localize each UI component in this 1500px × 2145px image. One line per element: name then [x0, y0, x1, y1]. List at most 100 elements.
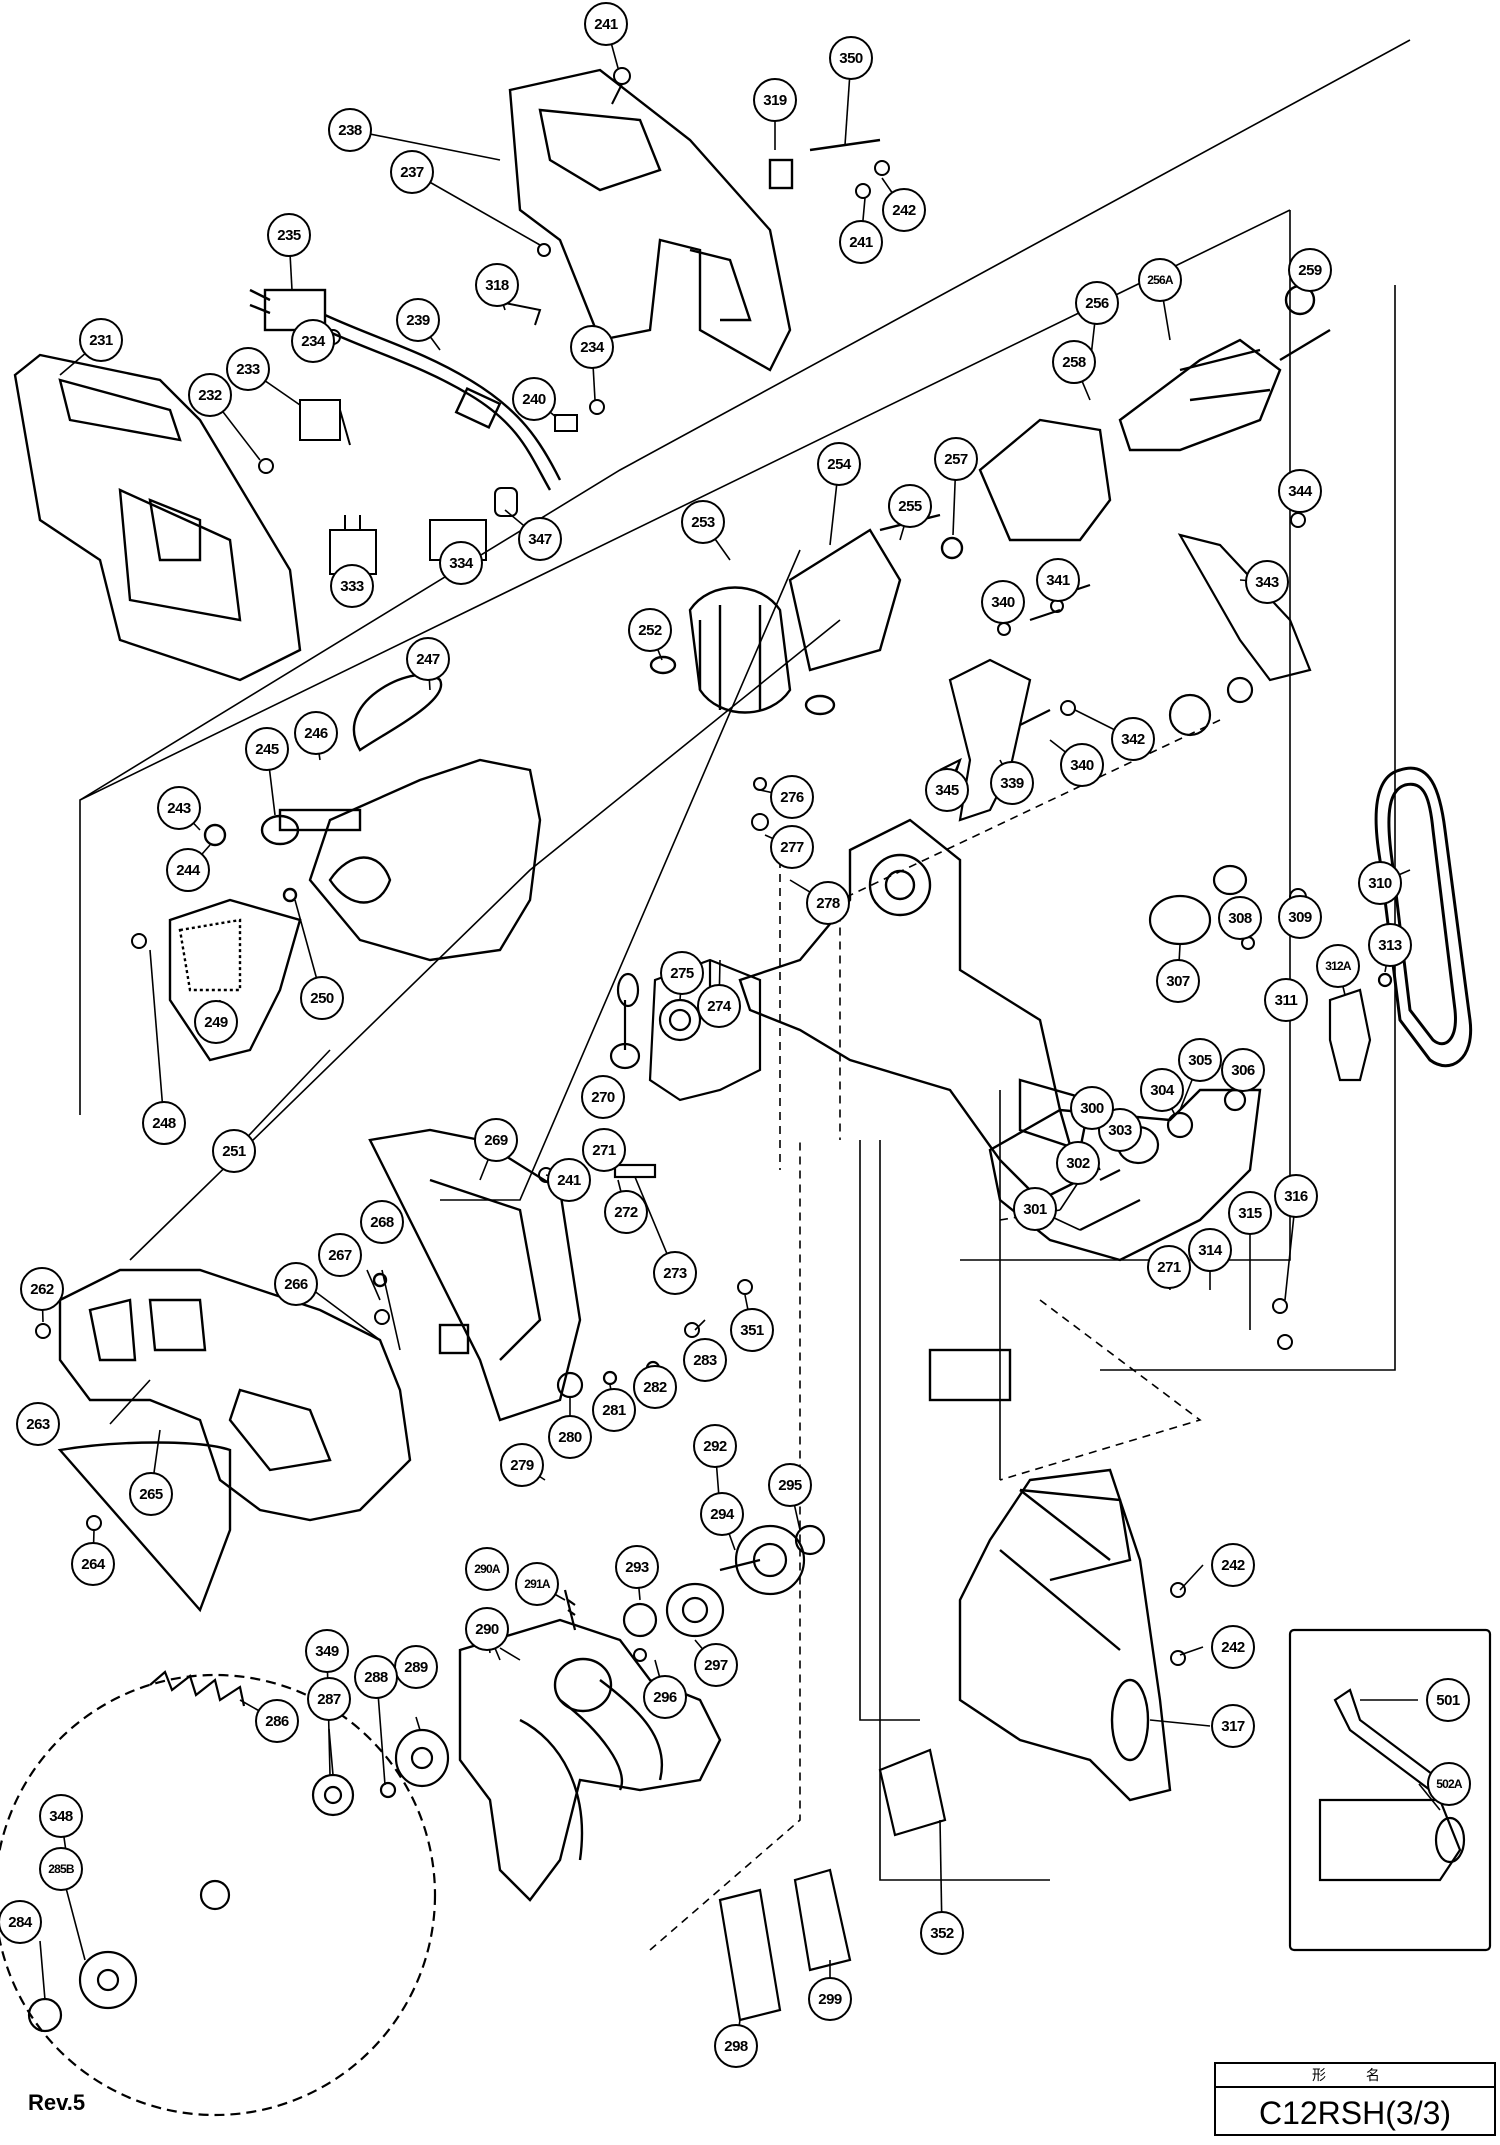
- part-label: 296: [643, 1675, 687, 1719]
- spindle-parts: [556, 1360, 826, 1638]
- part-label: 289: [394, 1645, 438, 1689]
- part-label: 293: [615, 1545, 659, 1589]
- part-label: 343: [1245, 560, 1289, 604]
- part-label: 263: [16, 1402, 60, 1446]
- part-label: 231: [79, 318, 123, 362]
- motor-housing: [168, 673, 542, 1062]
- part-label: 316: [1274, 1174, 1318, 1218]
- part-label: 256A: [1138, 258, 1182, 302]
- part-label: 283: [683, 1338, 727, 1382]
- part-label: 349: [305, 1629, 349, 1673]
- part-label: 278: [806, 881, 850, 925]
- part-label: 310: [1358, 861, 1402, 905]
- part-label: 502A: [1427, 1762, 1471, 1806]
- gears: [1079, 676, 1254, 1231]
- part-label: 272: [604, 1190, 648, 1234]
- part-label: 262: [20, 1267, 64, 1311]
- drive-belt: [1374, 766, 1473, 1068]
- left-handle-housing: [13, 353, 302, 682]
- part-label: 259: [1288, 248, 1332, 292]
- part-label: 258: [1052, 340, 1096, 384]
- part-label: 264: [71, 1542, 115, 1586]
- part-label: 241: [547, 1158, 591, 1202]
- part-label: 270: [581, 1075, 625, 1119]
- part-label: 315: [1228, 1191, 1272, 1235]
- part-label: 306: [1221, 1048, 1265, 1092]
- part-label: 271: [582, 1128, 626, 1172]
- part-label: 242: [1211, 1543, 1255, 1587]
- part-label: 352: [920, 1911, 964, 1955]
- blade-flanges: [27, 1728, 450, 2033]
- part-label: 299: [808, 1977, 852, 2021]
- part-label: 285B: [39, 1847, 83, 1891]
- part-label: 501: [1426, 1678, 1470, 1722]
- saw-blade: [0, 1670, 437, 2117]
- part-label: 350: [829, 36, 873, 80]
- part-label: 246: [294, 711, 338, 755]
- part-label: 238: [328, 108, 372, 152]
- part-label: 307: [1156, 959, 1200, 1003]
- part-label: 351: [730, 1308, 774, 1352]
- armature-assembly: [879, 284, 1331, 560]
- fixed-guard: [57, 1128, 582, 1613]
- part-label: 274: [697, 984, 741, 1028]
- part-label: 291A: [515, 1562, 559, 1606]
- part-label: 340: [981, 580, 1025, 624]
- part-label: 286: [255, 1699, 299, 1743]
- part-label: 318: [475, 263, 519, 307]
- part-label: 297: [694, 1643, 738, 1687]
- rear-handle-housing: [508, 68, 881, 372]
- part-label: 277: [770, 825, 814, 869]
- part-label: 232: [188, 373, 232, 417]
- part-label: 290A: [465, 1547, 509, 1591]
- part-label: 314: [1188, 1228, 1232, 1272]
- part-label: 292: [693, 1424, 737, 1468]
- part-label: 288: [354, 1655, 398, 1699]
- part-label: 245: [245, 727, 289, 771]
- part-label: 252: [628, 608, 672, 652]
- gear-cover: [958, 1468, 1172, 1802]
- power-cord: [249, 288, 562, 491]
- safety-cover: [458, 1618, 722, 1902]
- part-label: 276: [770, 775, 814, 819]
- part-label: 305: [1178, 1038, 1222, 1082]
- part-label: 273: [653, 1251, 697, 1295]
- part-label: 290: [465, 1607, 509, 1651]
- part-label: 242: [882, 188, 926, 232]
- part-label: 333: [330, 564, 374, 608]
- part-label: 345: [925, 768, 969, 812]
- part-label: 313: [1368, 923, 1412, 967]
- part-label: 294: [700, 1492, 744, 1536]
- part-label: 255: [888, 484, 932, 528]
- part-label: 243: [157, 786, 201, 830]
- part-label: 287: [307, 1677, 351, 1721]
- part-label: 339: [990, 761, 1034, 805]
- part-label: 319: [753, 78, 797, 122]
- part-label: 249: [194, 1000, 238, 1044]
- part-label: 341: [1036, 558, 1080, 602]
- stator-assembly: [649, 528, 902, 716]
- part-label: 237: [390, 150, 434, 194]
- part-label: 253: [681, 500, 725, 544]
- part-label: 284: [0, 1900, 42, 1944]
- part-label: 342: [1111, 717, 1155, 761]
- part-label: 280: [548, 1415, 592, 1459]
- part-label: 308: [1218, 896, 1262, 940]
- part-label: 309: [1278, 895, 1322, 939]
- part-label: 244: [166, 848, 210, 892]
- part-label: 317: [1211, 1704, 1255, 1748]
- part-label: 347: [518, 517, 562, 561]
- part-label: 279: [500, 1443, 544, 1487]
- part-label: 240: [512, 377, 556, 421]
- part-label: 247: [406, 637, 450, 681]
- part-label: 302: [1056, 1141, 1100, 1185]
- assembly-guide-lines: [79, 39, 1411, 1951]
- part-label: 234: [570, 325, 614, 369]
- arm-bracket: [609, 958, 762, 1179]
- part-label: 265: [129, 1472, 173, 1516]
- part-label: 254: [817, 442, 861, 486]
- part-label: 239: [396, 298, 440, 342]
- part-label: 344: [1278, 469, 1322, 513]
